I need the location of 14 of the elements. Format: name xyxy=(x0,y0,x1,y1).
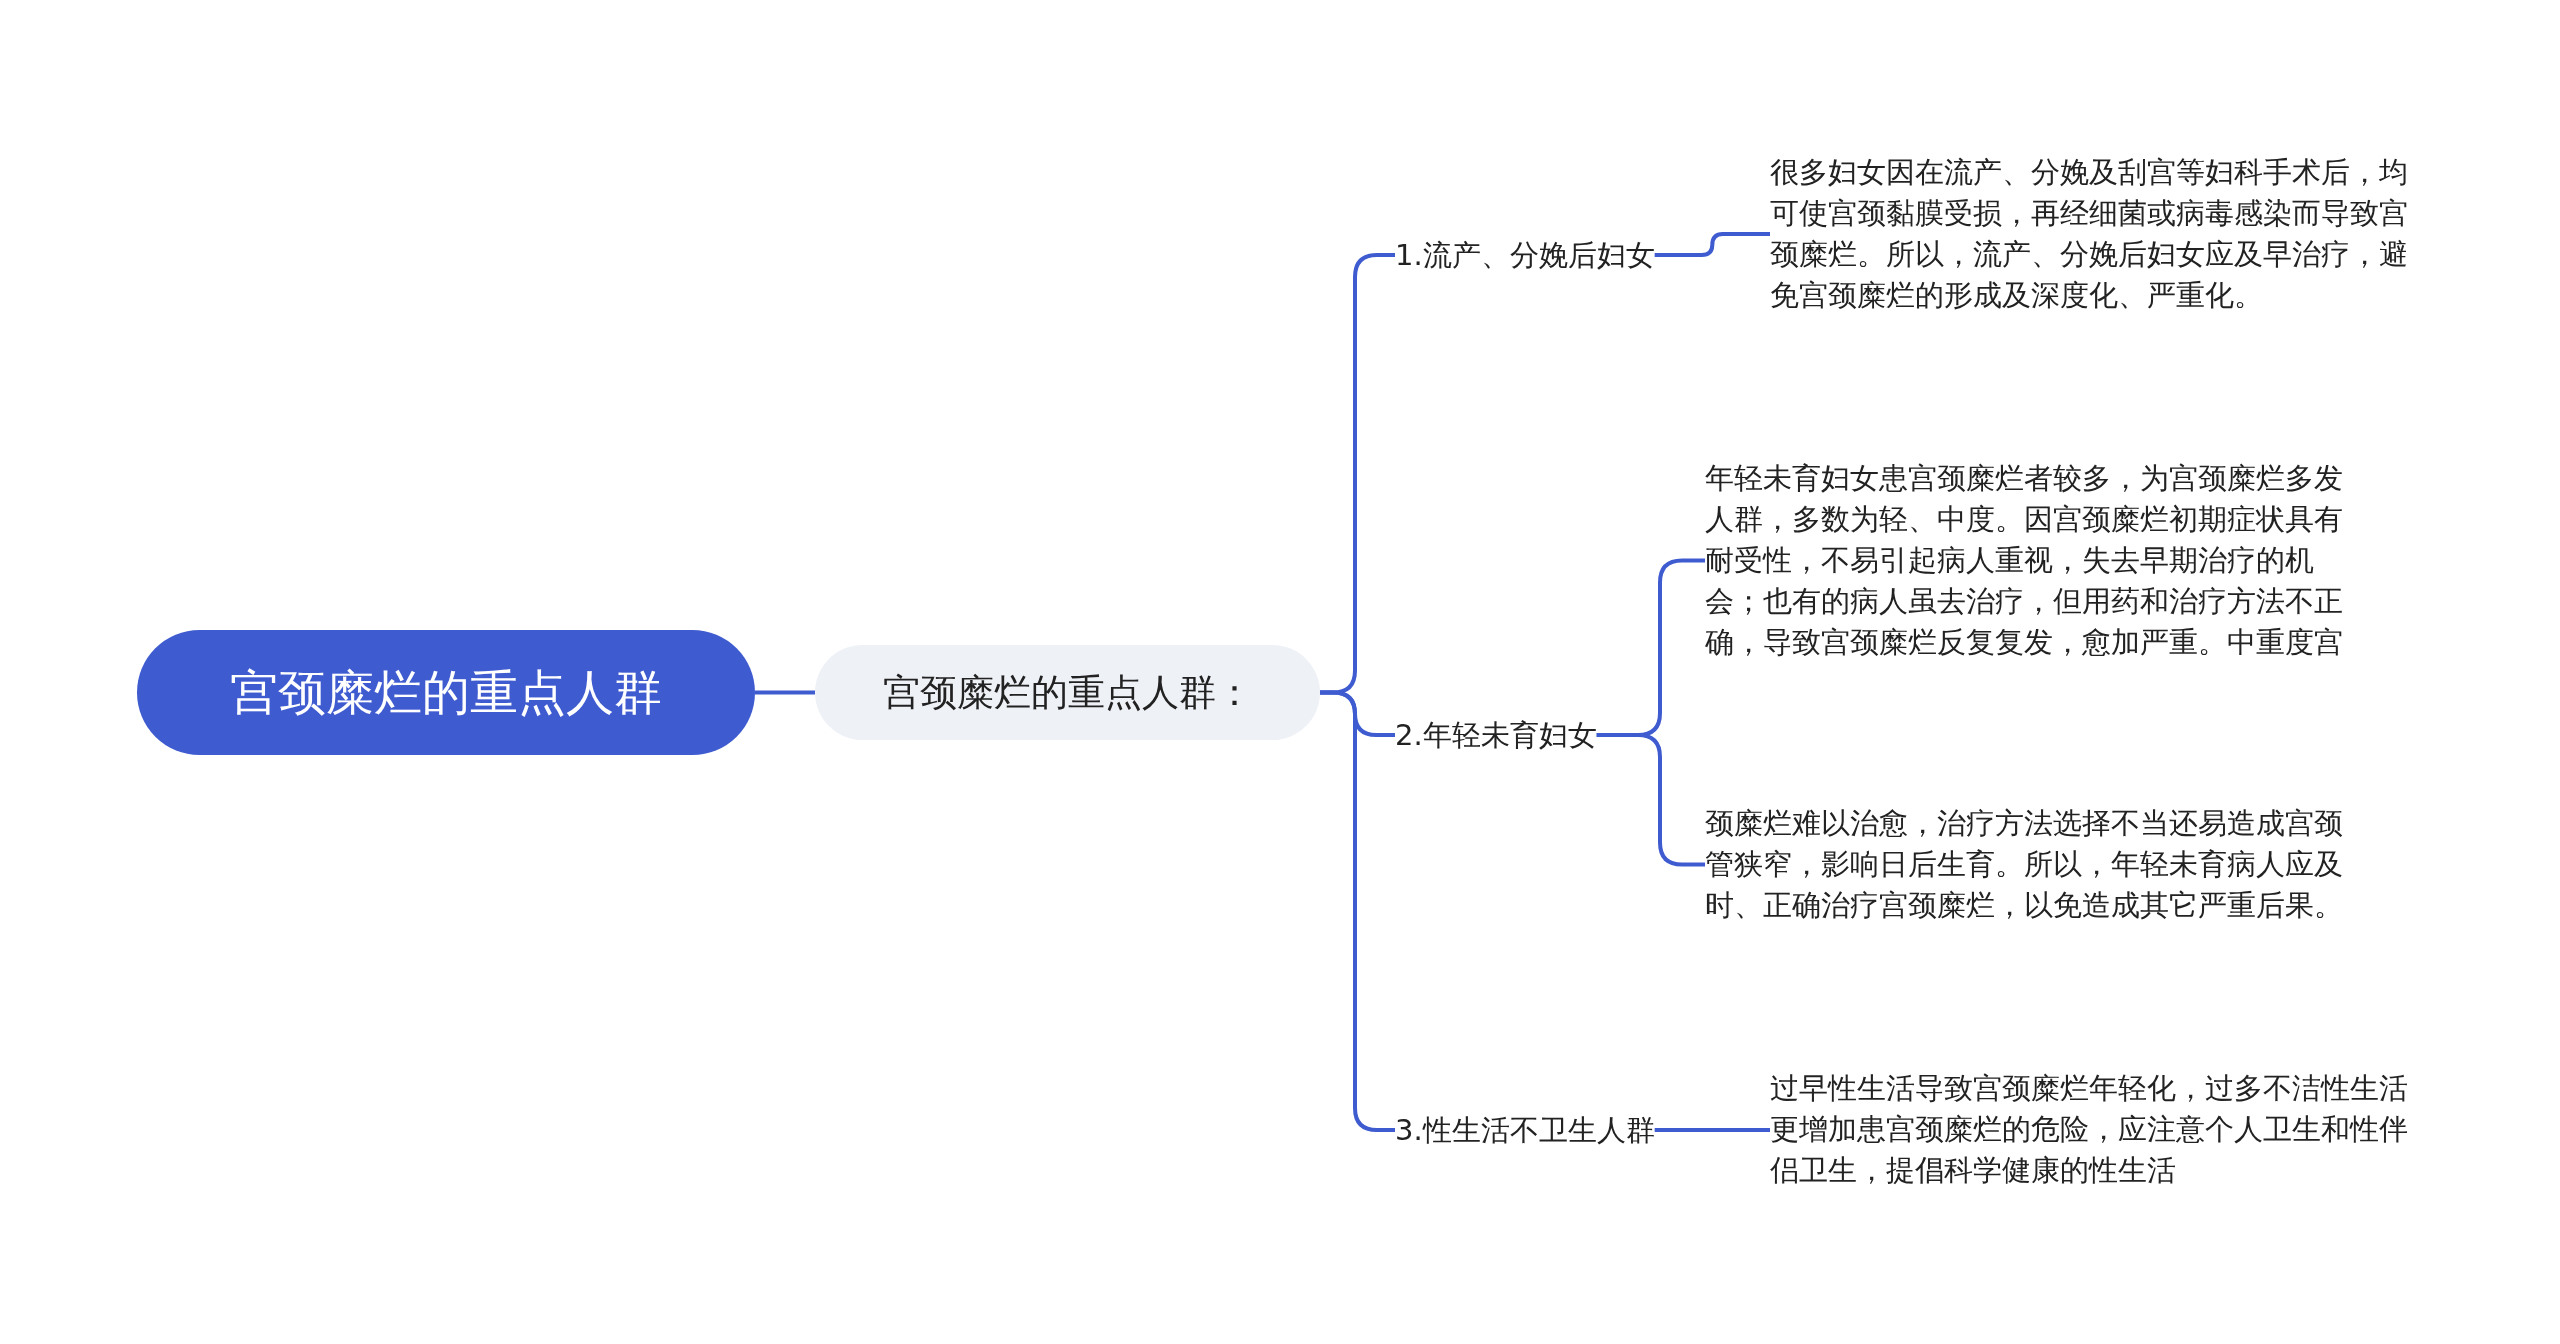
note-text: 过早性生活导致宫颈糜烂年轻化，过多不洁性生活更增加患宫颈糜烂的危险，应注意个人卫生和性伴侣卫生，提倡科学健康的性生活 xyxy=(1770,1068,2430,1191)
note-text: 很多妇女因在流产、分娩及刮宫等妇科手术后，均可使宫颈黏膜受损，再经细菌或病毒感染而导致宫颈糜烂。所以，流产、分娩后妇女应及早治疗，避免宫颈糜烂的形成及深度化、严重化。 xyxy=(1770,152,2430,316)
subtopic-pill: 宫颈糜烂的重点人群： xyxy=(815,645,1320,740)
connector-line xyxy=(755,690,815,695)
branch-label: 2.年轻未育妇女 xyxy=(1395,715,1597,755)
note-text: 年轻未育妇女患宫颈糜烂者较多，为宫颈糜烂多发人群，多数为轻、中度。因宫颈糜烂初期症状具有耐受性，不易引起病人重视，失去早期治疗的机会；也有的病人虽去治疗，但用药和治疗方法不正确，导致宫颈糜烂反复复发，愈加严重。中重度宫 xyxy=(1705,458,2355,663)
branch-label: 3.性生活不卫生人群 xyxy=(1395,1110,1655,1150)
connector-line xyxy=(1596,733,1705,867)
note-text: 颈糜烂难以治愈，治疗方法选择不当还易造成宫颈管狭窄，影响日后生育。所以，年轻未育病人应及时、正确治疗宫颈糜烂，以免造成其它严重后果。 xyxy=(1705,803,2355,926)
branch-label: 1.流产、分娩后妇女 xyxy=(1395,235,1655,275)
connector-line xyxy=(1320,690,1395,1132)
connector-line xyxy=(1654,1128,1770,1132)
connector-line xyxy=(1654,232,1770,257)
topic-pill: 宫颈糜烂的重点人群 xyxy=(137,630,755,755)
